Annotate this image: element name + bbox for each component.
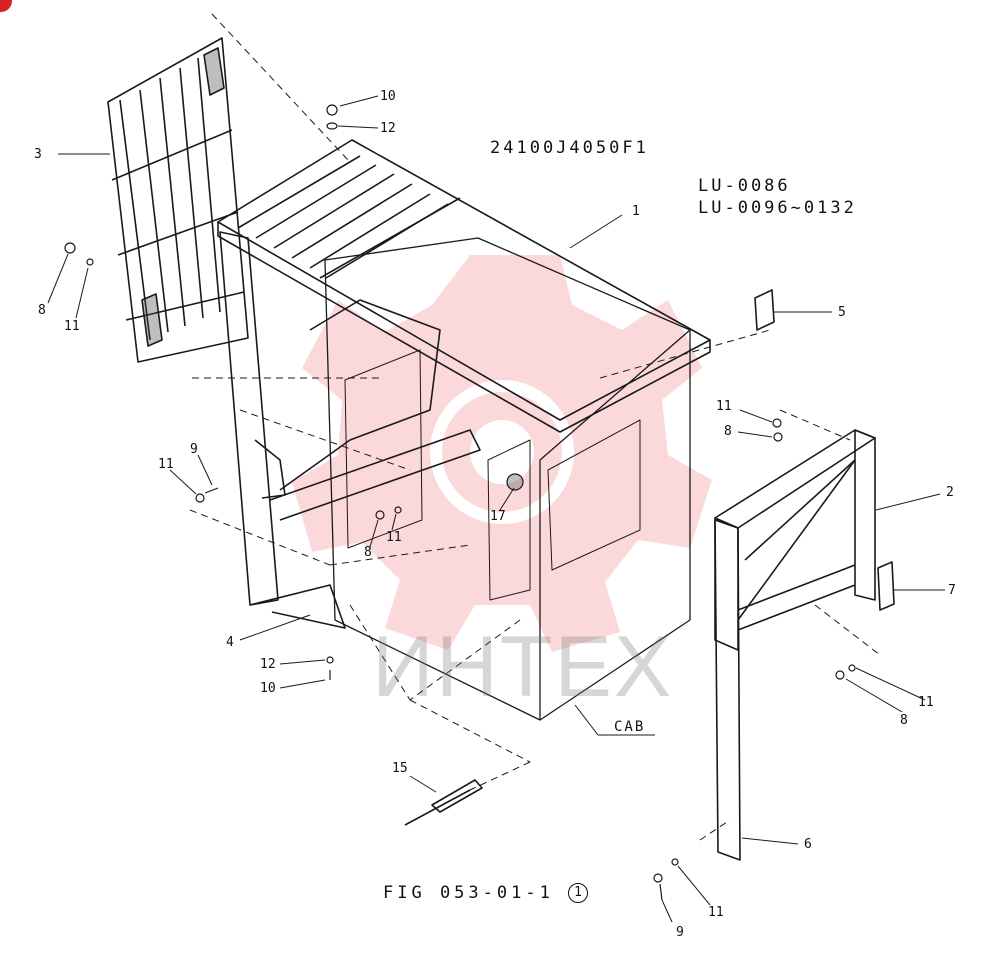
serial-range-2: LU-0096~0132 [698, 198, 857, 218]
serial-range-1: LU-0086 [698, 176, 791, 196]
callout-2: 2 [946, 485, 954, 500]
callout-9: 9 [190, 442, 198, 457]
callout-8: 8 [900, 713, 908, 728]
part-15-bracket [404, 779, 483, 826]
figure-caption: FIG 053-01-1 1 [383, 883, 589, 903]
figure-sheet-circle: 1 [568, 883, 589, 903]
part-5-plate [754, 289, 775, 331]
leader-lines [189, 13, 881, 841]
drawing-code: 24100J4050F1 [490, 138, 649, 158]
part-6-post [714, 519, 741, 861]
callout-11: 11 [386, 530, 402, 545]
callout-5: 5 [838, 305, 846, 320]
callout-7: 7 [948, 583, 956, 598]
part-7-bracket [877, 561, 895, 611]
callout-12: 12 [260, 657, 276, 672]
callout-8: 8 [364, 545, 372, 560]
callout-10: 10 [260, 681, 276, 696]
watermark-text: ИНТЕХ [372, 619, 674, 715]
callout-15: 15 [392, 761, 408, 776]
callout-6: 6 [804, 837, 812, 852]
callout-3: 3 [34, 147, 42, 162]
callout-8: 8 [38, 303, 46, 318]
part-1-canopy [217, 139, 711, 433]
fasteners [64, 104, 856, 901]
callout-4: 4 [226, 635, 234, 650]
callout-8: 8 [724, 424, 732, 439]
callout-leaders [47, 95, 945, 923]
cab-label: CAB [614, 719, 646, 735]
callout-11: 11 [64, 319, 80, 334]
callout-10: 10 [380, 89, 396, 104]
callout-11: 11 [918, 695, 934, 710]
callout-1: 1 [632, 204, 640, 219]
cab-body [324, 237, 691, 721]
callout-12: 12 [380, 121, 396, 136]
callout-17: 17 [490, 509, 506, 524]
callout-9: 9 [676, 925, 684, 940]
part-3-side-grille [107, 37, 249, 363]
callout-11: 11 [716, 399, 732, 414]
callout-11: 11 [158, 457, 174, 472]
part-4-post [219, 231, 481, 629]
callout-11: 11 [708, 905, 724, 920]
figure-number: FIG 053-01-1 [383, 883, 554, 903]
